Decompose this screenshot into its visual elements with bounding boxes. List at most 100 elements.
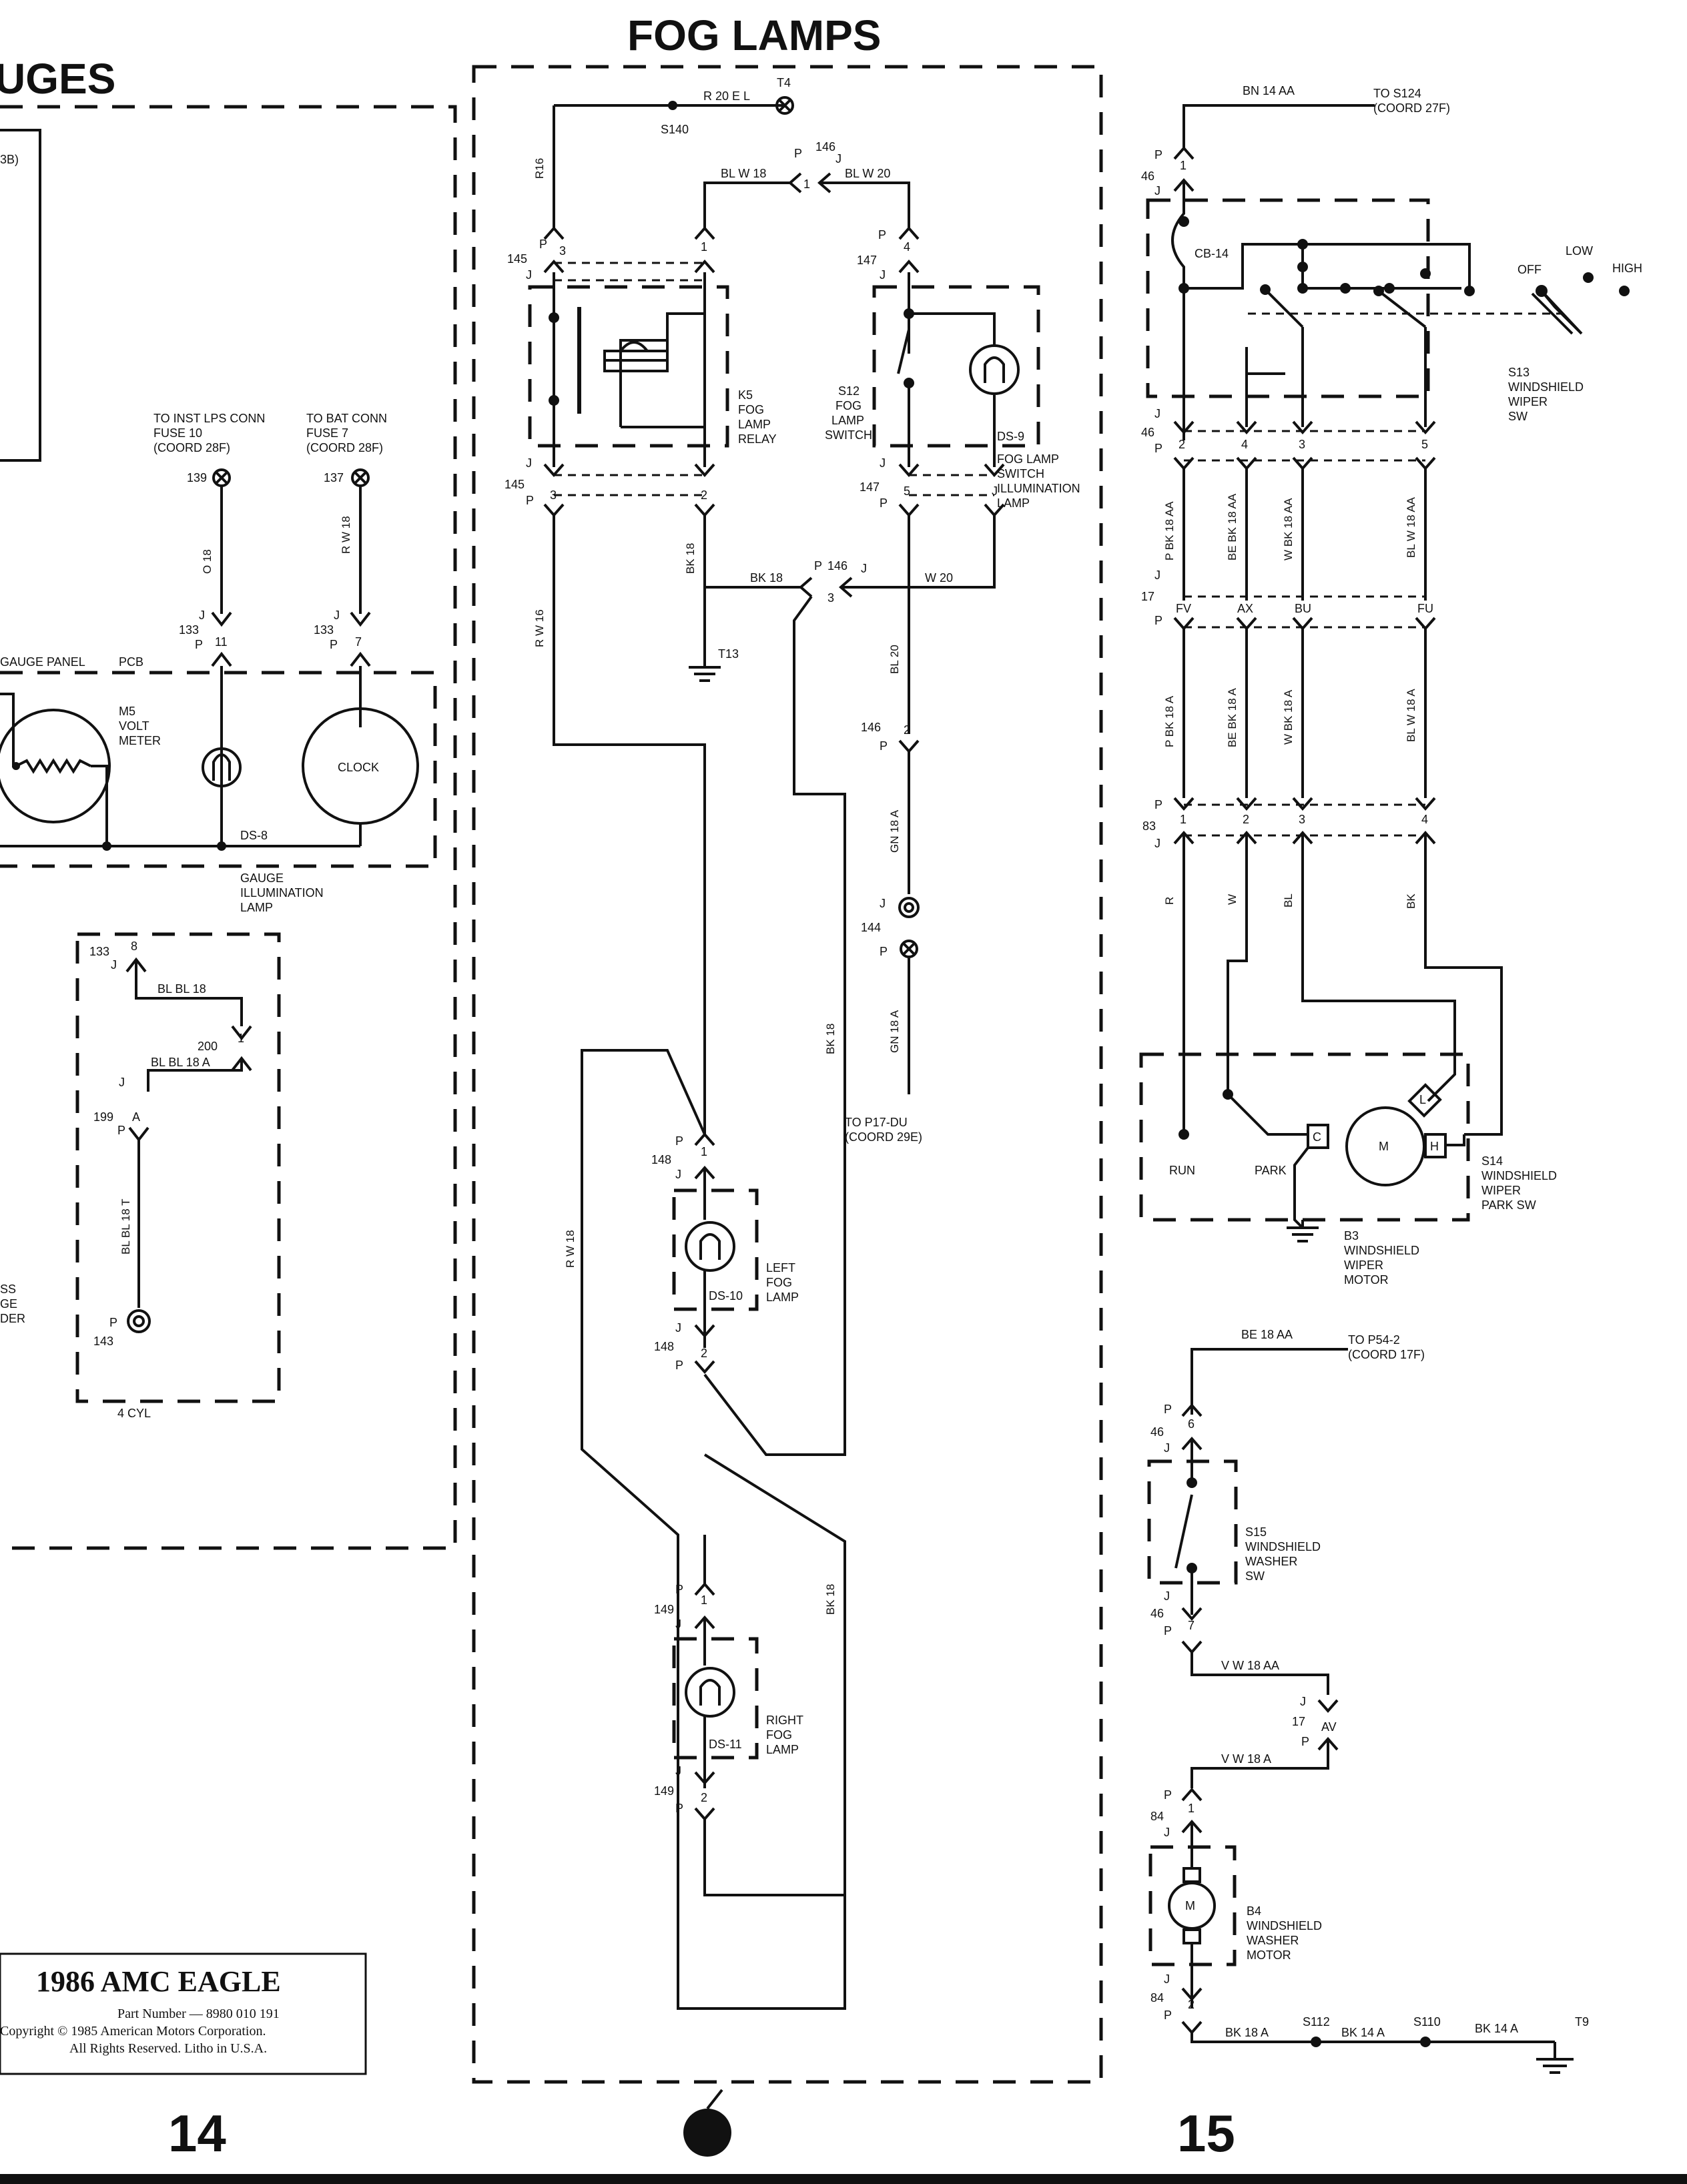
t4-terminal-icon [775,96,794,115]
pin-p-84a: P [1164,1788,1172,1802]
title-box-copyright: Copyright © 1985 American Motors Corpora… [0,2024,266,2039]
pin-j-46a: J [1154,184,1160,198]
b3-label-1: B3 [1344,1229,1359,1242]
left-fog-label-3: LAMP [766,1291,799,1304]
conn-133-b: 133 [314,623,334,637]
wire-blbl18t-label: BL BL 18 T [119,1199,132,1254]
washer-motor-m-label: M [1185,1899,1195,1912]
wire-vw18a-label: V W 18 A [1221,1752,1271,1766]
four-cyl-label: 4 CYL [117,1407,151,1420]
wire-wbk18a-label: W BK 18 A [1282,689,1295,745]
s13-label-1: S13 [1508,366,1530,379]
gauge-panel-label: GAUGE PANEL [0,655,85,669]
pin-fu-label: FU [1417,602,1433,615]
pin-p-146a: P [794,147,802,160]
conn-46-b: 46 [1141,426,1154,439]
gauge-illum-label-3: LAMP [240,901,273,914]
pin-2-149b: 2 [701,1791,707,1804]
terminal-137-label: 137 [324,471,344,484]
pin-j-17b: J [1300,1695,1306,1708]
pin-p-199: P [117,1124,125,1137]
voltmeter-gauge [0,709,111,823]
conn-146-a: 146 [815,140,835,153]
bat-conn-label-3: (COORD 28F) [306,441,383,454]
wire-bk18-d-label: BK 18 [824,1584,837,1615]
right-fog-lamp-icon [685,1667,735,1718]
pin-p-148b: P [675,1359,683,1372]
k5-label-2: FOG [738,403,764,416]
conn-83-label: 83 [1142,819,1156,833]
s12-label-2: FOG [835,399,862,412]
wire-blbl18-label: BL BL 18 [157,982,206,996]
conn-133-a: 133 [179,623,199,637]
pin-3-46b: 3 [1299,438,1305,451]
terminal-139-label: 139 [187,471,207,484]
pin-j-146b: J [861,562,867,575]
conn-149-b: 149 [654,1784,674,1798]
k5-label-4: RELAY [738,432,777,446]
b3-label-3: WIPER [1344,1258,1383,1272]
wire-blw18a-label: BL W 18 A [1405,689,1417,742]
wire-bl-label: BL [1282,893,1295,907]
pin-p-46d: P [1164,1624,1172,1637]
pin-j-46c: J [1164,1441,1170,1455]
wire-bk14a-1-label: BK 14 A [1341,2026,1385,2039]
to-p17-label-1: TO P17-DU [845,1116,908,1129]
s15-label-3: WASHER [1245,1555,1297,1568]
pin-p-46c: P [1164,1403,1172,1416]
terminal-137-icon [351,468,370,487]
pin-j-147a: J [880,268,886,282]
high-label: HIGH [1612,262,1642,275]
pin-j-145b: J [526,456,532,470]
wire-bebk18aa-label: BE BK 18 AA [1226,493,1239,561]
pin-j-11: J [199,609,205,622]
right-fog-label-1: RIGHT [766,1714,803,1727]
conn-144-label: 144 [861,921,881,934]
pin-p-148a: P [675,1134,683,1148]
conn-146-c: 146 [861,721,881,734]
pin-4-147a: 4 [904,240,910,254]
s12-label-3: LAMP [831,414,864,427]
conn-148-b: 148 [654,1340,674,1353]
inst-lps-conn-label-3: (COORD 28F) [153,441,230,454]
pin-1-46a: 1 [1180,159,1187,172]
pin-1-84a: 1 [1188,1802,1195,1815]
conn-145-a: 145 [507,252,527,266]
pin-1-145a: 1 [701,240,707,254]
wire-pbk18a-label: P BK 18 A [1163,695,1176,747]
fog-lamps-frame [472,65,1103,2084]
wire-rw18-center-label: R W 18 [564,1230,577,1268]
wire-blbl18a-label: BL BL 18 A [151,1056,210,1069]
gauges-frame [0,105,457,1550]
pin-7-label: 7 [355,635,362,649]
pin-p-11: P [195,638,203,651]
wire-blw18-label: BL W 18 [721,167,766,180]
pin-j-7: J [334,609,340,622]
pin-1-146a: 1 [803,177,810,191]
pin-p-149b: P [675,1802,683,1815]
bottom-edge-bar [0,2174,1687,2184]
t4-label: T4 [777,76,791,89]
pin-p-146b: P [814,559,822,573]
conn-145-b: 145 [504,478,525,491]
voltmeter-label-3: METER [119,734,161,747]
wiper-selector-knob-icon [1531,272,1630,335]
s13-label-2: WINDSHIELD [1508,380,1584,394]
wire-gn18a-a-label: GN 18 A [888,809,901,853]
ds10-label: DS-10 [709,1289,743,1303]
wiper-motor-ground-icon [1287,1220,1319,1242]
motor-h-label: H [1430,1140,1439,1153]
fog-lamps-heading: FOG LAMPS [627,11,881,59]
t13-ground-icon [689,666,721,682]
title-box: 1986 AMC EAGLE Part Number — 8980 010 19… [0,1952,367,2075]
s15-label-1: S15 [1245,1525,1267,1539]
pin-j-199: J [119,1076,125,1089]
fog-lamps-section: R 20 E L T4 S140 R16 BL W 18 P 146 J 1 B… [504,76,1080,2010]
pin-p-7: P [330,638,338,651]
pin-p-143: P [109,1316,117,1329]
illum-label-3: ILLUMINATION [997,482,1080,495]
bat-conn-label-1: TO BAT CONN [306,412,387,425]
left-fog-label-1: LEFT [766,1261,795,1275]
pin-p-147a: P [878,228,886,242]
